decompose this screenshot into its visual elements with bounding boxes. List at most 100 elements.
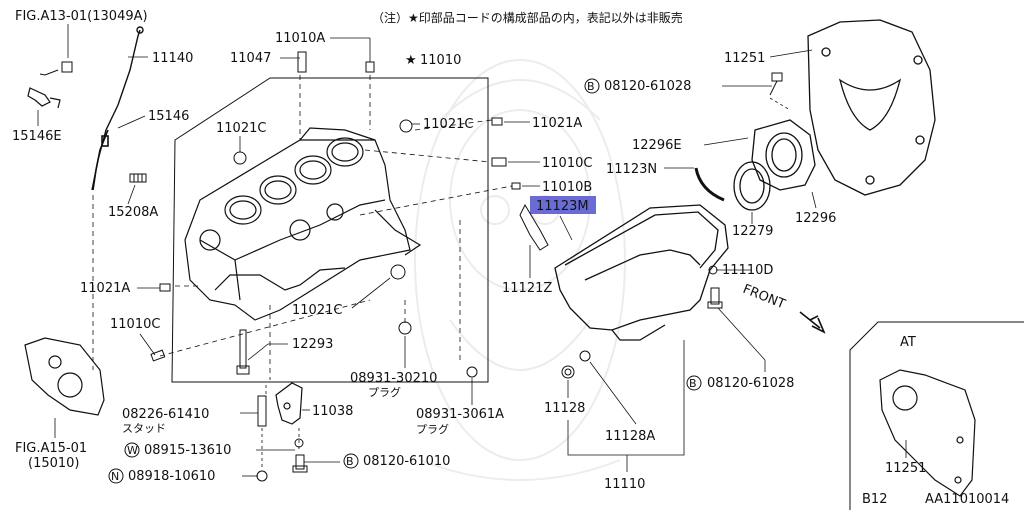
bracket-11110 [567, 340, 685, 456]
label-stud: スタッド [122, 422, 166, 435]
bolt-08120-61010-icon [292, 454, 308, 473]
plug-11021a-right-icon [491, 117, 503, 126]
washer-11128a-icon [579, 350, 591, 362]
plug-11021c-b-icon [399, 119, 413, 133]
note-text: （注）★印部品コードの構成部品の内，表記以外は非販売 [372, 10, 683, 25]
label-b12: B12 [862, 492, 887, 507]
bracket-11038-icon [275, 382, 303, 425]
label-11038[interactable]: 11038 [312, 404, 353, 419]
washer-11110d-icon [708, 265, 718, 275]
connector-icon [39, 61, 73, 76]
label-11128[interactable]: 11128 [544, 401, 585, 416]
plate-11251-at-icon [879, 369, 976, 497]
bolt-08120-61028-bottom-icon [707, 287, 723, 309]
circle-b-badge-2 [584, 78, 600, 94]
plate-11251-icon [807, 19, 936, 196]
label-12293[interactable]: 12293 [292, 337, 333, 352]
leader-12296 [811, 191, 817, 209]
label-11010b[interactable]: 11010B [542, 180, 592, 195]
circle-b-badge-1 [343, 453, 359, 469]
label-11010a[interactable]: 11010A [275, 31, 325, 46]
label-08226[interactable]: 08226-61410 [122, 407, 209, 422]
front-arrow-icon [799, 311, 826, 334]
circle-b-badge-3 [686, 375, 702, 391]
leader-11251 [769, 49, 813, 58]
leader-15146 [117, 115, 146, 129]
leader-12296e [703, 137, 749, 146]
label-11251-at[interactable]: 11251 [885, 461, 926, 476]
label-11047[interactable]: 11047 [230, 51, 271, 66]
label-12279[interactable]: 12279 [732, 224, 773, 239]
dash-bolt-top [769, 97, 791, 111]
gasket-11123m-icon [519, 203, 549, 251]
circle-w-badge [124, 442, 140, 458]
label-11021a-left[interactable]: 11021A [80, 281, 130, 296]
stud-08226-icon [257, 395, 267, 427]
label-15146e[interactable]: 15146E [12, 129, 62, 144]
label-11021a-right[interactable]: 11021A [532, 116, 582, 131]
label-11021c-b[interactable]: 11021C [423, 117, 473, 132]
leader-15208a [127, 184, 136, 205]
bracket-15146e-icon [27, 87, 61, 109]
label-12296[interactable]: 12296 [795, 211, 836, 226]
label-08120-61028-top[interactable]: 08120-61028 [604, 79, 691, 94]
label-11021c-a[interactable]: 11021C [216, 121, 266, 136]
leader-12293-b [247, 343, 269, 361]
bolt-12293-icon [236, 329, 250, 375]
label-08931-30210[interactable]: 08931-30210 [350, 371, 437, 386]
label-15146[interactable]: 15146 [148, 109, 189, 124]
circle-w-letter: W [127, 444, 138, 457]
label-11021c-c[interactable]: 11021C [292, 303, 342, 318]
block-outline [171, 77, 489, 383]
label-08931-3061a[interactable]: 08931-3061A [416, 407, 504, 422]
label-11140[interactable]: 11140 [152, 51, 193, 66]
label-11010[interactable]: 11010 [420, 53, 461, 68]
label-08918[interactable]: 08918-10610 [128, 469, 215, 484]
leader-11010c-left [139, 333, 156, 356]
drain-plug-11128-icon [561, 365, 575, 379]
highlight-11123m [530, 196, 596, 214]
dowel-11010a-icon [365, 61, 375, 73]
label-fig-a15-sub: (15010) [28, 456, 80, 471]
circle-n-badge [108, 468, 124, 484]
cover-a15-icon [24, 337, 105, 416]
label-11010c-right[interactable]: 11010C [542, 156, 592, 171]
label-08120-61028-bottom[interactable]: 08120-61028 [707, 376, 794, 391]
label-08915[interactable]: 08915-13610 [144, 443, 231, 458]
circle-b-letter-3: B [689, 377, 697, 390]
star-icon: ★ [405, 53, 417, 68]
nut-08918-icon [256, 470, 268, 482]
guide-tube-icon [92, 129, 109, 191]
gasket-11123n-icon [694, 167, 725, 202]
label-fig-a13[interactable]: FIG.A13-01(13049A) [15, 9, 148, 24]
leader-11123m [559, 215, 573, 241]
plug-08931-3061a-icon [466, 366, 478, 378]
label-12296e[interactable]: 12296E [632, 138, 682, 153]
label-11110d[interactable]: 11110D [722, 263, 773, 278]
at-box [849, 321, 1024, 510]
plug-11021a-icon [159, 283, 171, 292]
label-11123n[interactable]: 11123N [606, 162, 657, 177]
label-11123m[interactable]: 11123M [536, 199, 589, 214]
label-08120-61010[interactable]: 08120-61010 [363, 454, 450, 469]
engine-block-drawing [184, 127, 422, 321]
pin-11010c-icon [150, 349, 166, 362]
dash-lines-block [159, 75, 513, 380]
label-11110[interactable]: 11110 [604, 477, 645, 492]
label-11251[interactable]: 11251 [724, 51, 765, 66]
leader-11128a [589, 361, 637, 425]
label-11010c-left[interactable]: 11010C [110, 317, 160, 332]
leader-11021c-c [351, 277, 391, 309]
label-15208a[interactable]: 15208A [108, 205, 158, 220]
label-fig-a15[interactable]: FIG.A15-01 [15, 441, 87, 456]
label-11121z[interactable]: 11121Z [502, 281, 552, 296]
seal-holder-12296-icon [751, 119, 816, 191]
leader-08120-61028-bottom [717, 307, 766, 361]
label-code: AA11010014 [925, 492, 1009, 507]
label-plug1: プラグ [368, 385, 401, 399]
label-11128a[interactable]: 11128A [605, 429, 655, 444]
circle-b-letter-1: B [346, 455, 354, 468]
watermark [414, 59, 626, 481]
bolt-08120-61028-top-icon [769, 72, 783, 96]
